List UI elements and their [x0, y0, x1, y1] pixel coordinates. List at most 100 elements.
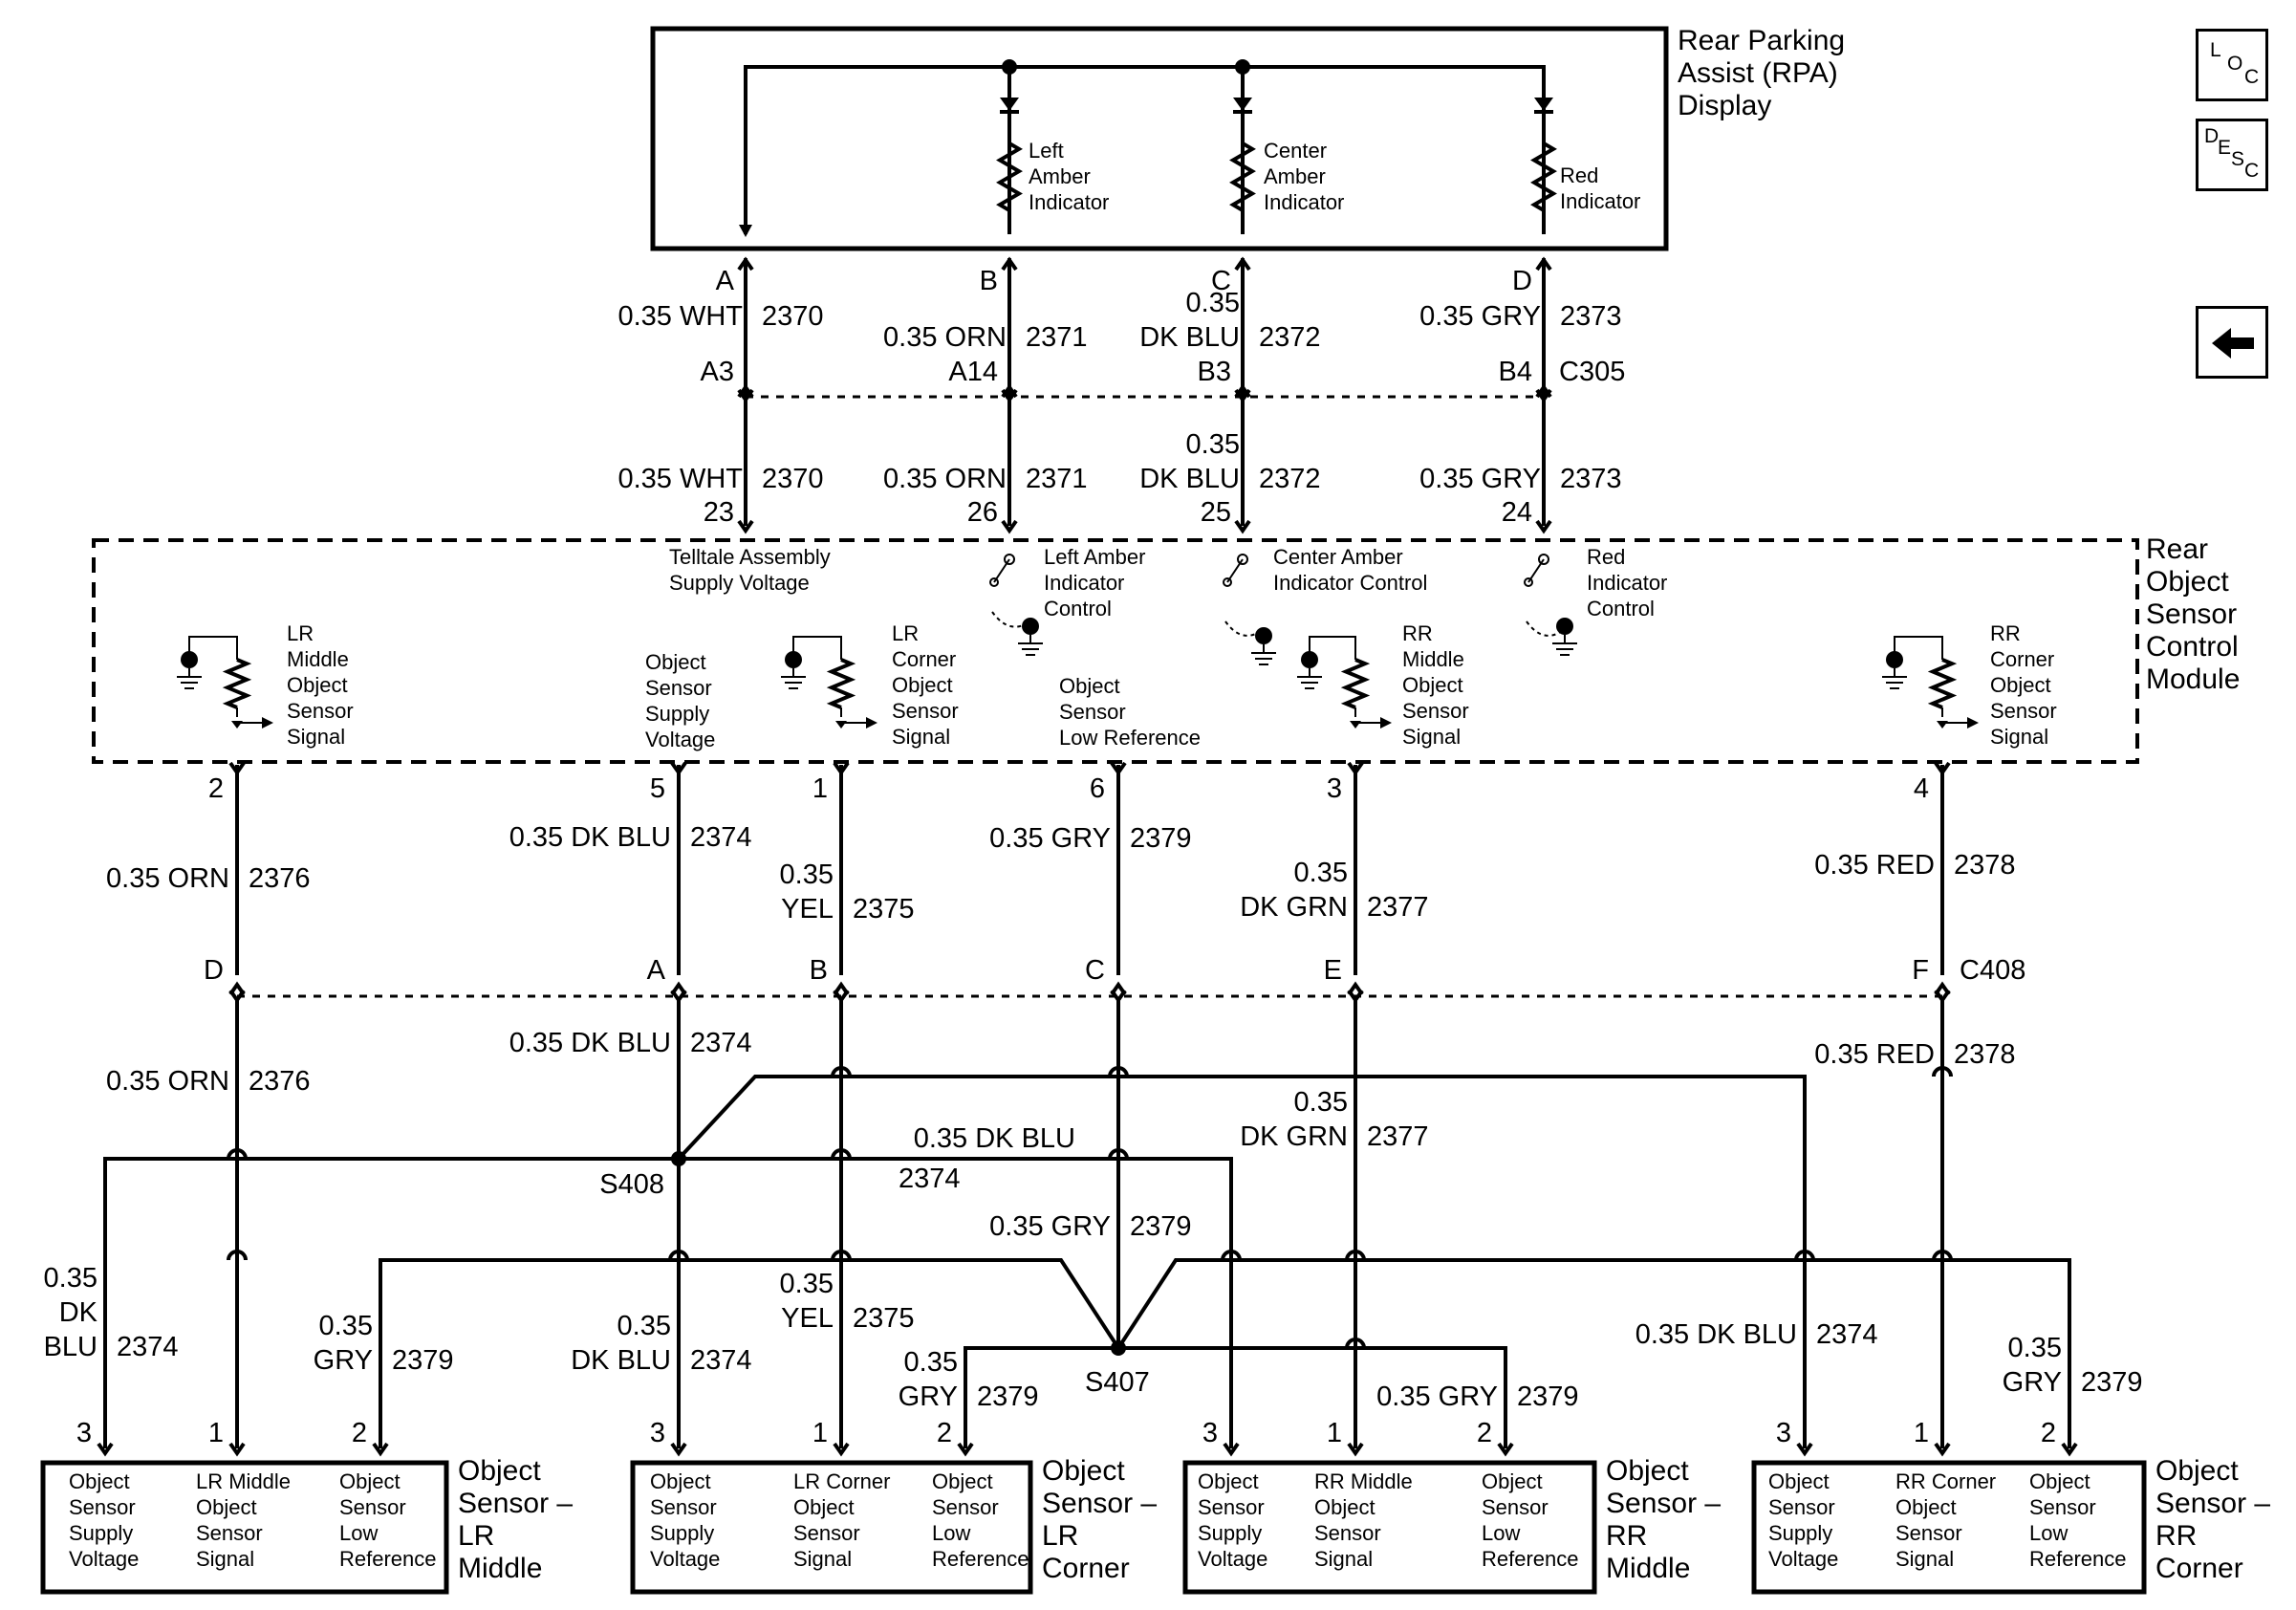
connector-pin: D [1512, 266, 1532, 296]
module-label: Signal [892, 725, 950, 749]
sensor-label: Sensor [793, 1521, 860, 1545]
wire-color-label: 0.35 RED [1814, 1039, 1935, 1070]
sensor-label: Reference [1482, 1547, 1579, 1571]
splice-s407 [1111, 1340, 1126, 1356]
module-label: Supply [645, 702, 709, 726]
module-label: LR [892, 621, 919, 645]
module-pin: 2 [208, 773, 224, 804]
module-title: Control [2146, 631, 2239, 663]
desc-button[interactable]: D E S C [2196, 119, 2268, 191]
wire-crossover [227, 1148, 248, 1160]
connector-mark [97, 1442, 114, 1457]
sensor-label: Sensor [2029, 1495, 2096, 1519]
module-label: Sensor [1402, 699, 1469, 723]
module-label: Indicator [1044, 571, 1124, 595]
sensor-title: Corner [1042, 1553, 1130, 1584]
module-label: Sensor [1990, 699, 2057, 723]
switch-icon [989, 577, 999, 587]
sensor-label: Sensor [1198, 1495, 1265, 1519]
module-label: Signal [1402, 725, 1461, 749]
splice-label: S408 [599, 1169, 664, 1200]
indicator-label: Center [1264, 139, 1327, 163]
wire-color-label: 0.35 WHT [617, 464, 743, 494]
circuit-number: 2371 [1026, 322, 1088, 353]
ground-icon [1556, 618, 1573, 635]
module-label: Sensor [892, 699, 959, 723]
connector-mark [737, 388, 754, 403]
sensor-box [1751, 1460, 2147, 1595]
module-label: Middle [1402, 647, 1464, 671]
circuit-number: 2378 [1954, 1039, 2016, 1070]
wire-color-label: 0.35 [1186, 288, 1240, 318]
sensor-label: Sensor [932, 1495, 999, 1519]
sensor-label: Object [650, 1469, 711, 1493]
arrow-icon [1380, 717, 1392, 729]
circuit-number: 2377 [1367, 1121, 1429, 1152]
circuit-number: 2374 [899, 1164, 961, 1194]
module-label: Center Amber [1273, 545, 1403, 569]
resistor-icon [996, 141, 1023, 212]
wire-color-label: 0.35 [617, 1311, 671, 1341]
sensor-label: Voltage [650, 1547, 720, 1571]
connector-mark [1934, 1442, 1951, 1457]
module-label: Object [1402, 673, 1463, 697]
module-label: Sensor [645, 676, 712, 700]
indicator-label: Amber [1029, 164, 1091, 188]
connector-mark [1234, 388, 1251, 403]
circuit-number: 2379 [392, 1345, 454, 1376]
sensor-label: LR Corner [793, 1469, 890, 1493]
sensor-pin: 1 [1327, 1418, 1342, 1448]
wire-color-label: 0.35 ORN [106, 1066, 229, 1097]
sensor-label: Signal [196, 1547, 254, 1571]
sensor-wire [792, 636, 842, 660]
circuit-number: 2377 [1367, 892, 1429, 923]
wire-color-label: DK BLU [1139, 464, 1240, 494]
sensor-label: Object [196, 1495, 257, 1519]
connector-mark [2061, 1442, 2078, 1457]
circuit-number: 2374 [690, 1028, 752, 1058]
connector-mark [1535, 519, 1552, 534]
connector-pin: A3 [701, 357, 734, 387]
connector-mark [372, 1442, 389, 1457]
sensor-label: Sensor [650, 1495, 717, 1519]
sensor-title: LR [458, 1520, 494, 1552]
connector-mark [1535, 256, 1552, 272]
wire-color-label: 0.35 DK BLU [1635, 1319, 1797, 1350]
sensor-title: Sensor – [1042, 1488, 1157, 1519]
circuit-number: 2374 [117, 1332, 179, 1362]
wire-color-label: 0.35 RED [1814, 850, 1935, 881]
sensor-label: Object [69, 1469, 130, 1493]
wire-color-label: 0.35 [904, 1347, 958, 1378]
circuit-number: 2379 [1130, 1211, 1192, 1242]
circuit-number: 2376 [249, 863, 311, 894]
connector-pin: E [1324, 955, 1342, 986]
sensor-label: LR Middle [196, 1469, 291, 1493]
wire-color-label: GRY [2003, 1367, 2062, 1398]
connector-mark [1001, 388, 1018, 403]
sensor-label: Object [1895, 1495, 1957, 1519]
wire-color-label: GRY [314, 1345, 373, 1376]
wire-crossover [1108, 1066, 1129, 1077]
junction-dot [1235, 59, 1250, 75]
sensor-label: Object [932, 1469, 993, 1493]
connector-pin: F [1912, 955, 1929, 986]
connector-mark [957, 1442, 974, 1457]
wire-color-label: 0.35 [1186, 429, 1240, 460]
module-label: Object [1059, 674, 1120, 698]
sensor-title: Middle [1606, 1553, 1690, 1584]
connector-pin: B [810, 955, 828, 986]
sensor-label: Supply [69, 1521, 133, 1545]
sensor-label: Voltage [69, 1547, 139, 1571]
circuit-number: 2379 [1130, 823, 1192, 854]
connector-pin: B [980, 266, 998, 296]
loc-button[interactable]: L O C [2196, 29, 2268, 101]
connector-pin: A [647, 955, 666, 986]
sensor-title: Sensor – [1606, 1488, 1721, 1519]
back-button[interactable] [2196, 306, 2268, 379]
indicator-label: Indicator [1560, 189, 1640, 213]
wire-crossover [831, 1066, 852, 1077]
module-label: Signal [1990, 725, 2048, 749]
wire-color-label: 0.35 ORN [883, 464, 1007, 494]
indicator-label: Amber [1264, 164, 1326, 188]
sensor-label: Low [932, 1521, 970, 1545]
